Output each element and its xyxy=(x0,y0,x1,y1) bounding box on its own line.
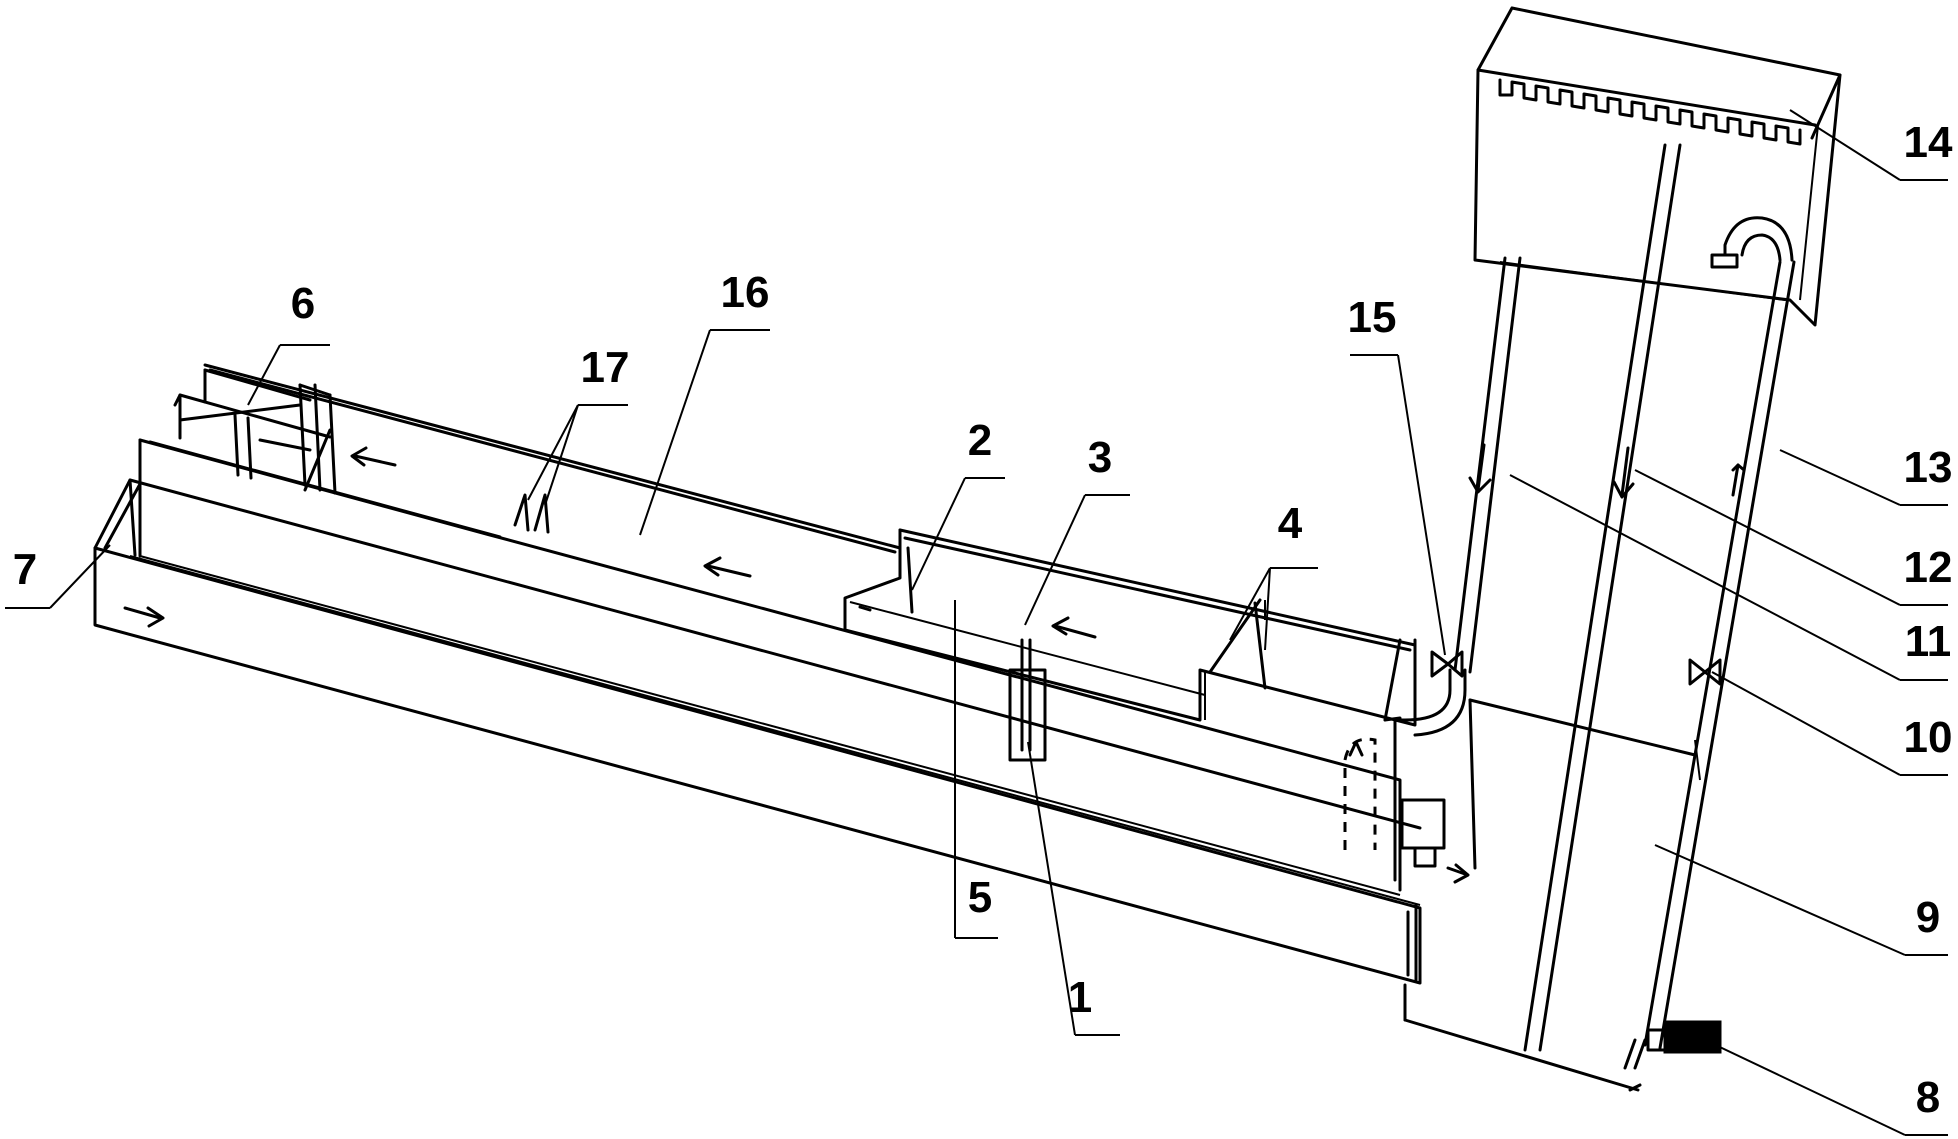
label-8: 8 xyxy=(1916,1073,1940,1122)
label-15: 15 xyxy=(1348,293,1397,342)
arrow-right-7 xyxy=(123,606,165,628)
label-16: 16 xyxy=(721,268,770,317)
flow-arrows xyxy=(123,446,1470,884)
mesh-pieces xyxy=(513,493,550,534)
label-9: 9 xyxy=(1916,893,1940,942)
label-13: 13 xyxy=(1904,443,1953,492)
label-10: 10 xyxy=(1904,713,1953,762)
left-end-gate xyxy=(173,368,337,495)
label-7: 7 xyxy=(13,545,37,594)
outlet-fitting xyxy=(1398,668,1467,868)
label-12: 12 xyxy=(1904,543,1953,592)
arrow-left-step xyxy=(858,605,872,612)
arrow-left-16 xyxy=(703,556,752,578)
label-17: 17 xyxy=(581,343,630,392)
label-1: 1 xyxy=(1068,973,1092,1022)
label-3: 3 xyxy=(1088,433,1112,482)
pump xyxy=(1623,1020,1722,1070)
label-2: 2 xyxy=(968,416,992,465)
tower-column xyxy=(1403,143,1701,1092)
arrow-right-outlet xyxy=(1446,863,1470,884)
valve-10 xyxy=(1688,658,1722,686)
label-11: 11 xyxy=(1905,617,1952,666)
arrow-left-3 xyxy=(1051,616,1097,639)
label-6: 6 xyxy=(291,279,315,328)
flume-channel xyxy=(138,363,1417,892)
label-5: 5 xyxy=(968,873,992,922)
valve-15 xyxy=(1430,650,1464,678)
label-14: 14 xyxy=(1904,118,1953,167)
dashed-return xyxy=(1343,737,1377,850)
label-4: 4 xyxy=(1278,499,1303,548)
leader-lines xyxy=(5,109,1948,1136)
callout-labels: 1 2 3 4 5 6 7 8 9 10 11 12 13 14 15 16 1… xyxy=(13,118,1953,1122)
return-pipe xyxy=(1643,260,1796,1050)
outer-trough xyxy=(93,478,1422,985)
header-tank xyxy=(1473,6,1842,327)
probe xyxy=(1008,638,1047,762)
arrow-left-6 xyxy=(350,446,397,467)
